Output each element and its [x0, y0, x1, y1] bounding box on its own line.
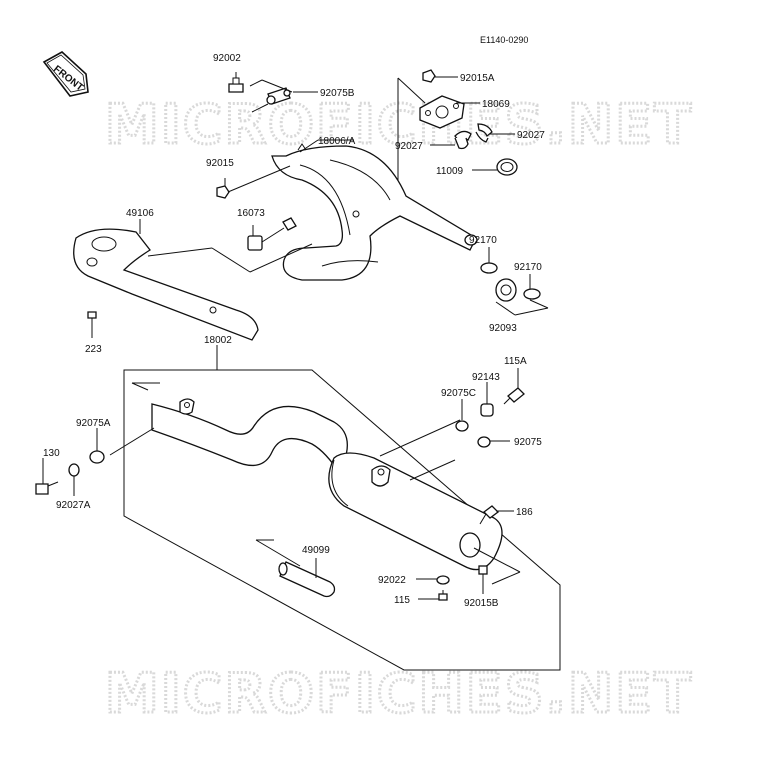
bolt-223: [87, 311, 97, 332]
label-223: 223: [85, 344, 102, 355]
bolt-92002: [228, 72, 244, 93]
damper-92075C: [455, 420, 469, 432]
label-115A: 115A: [504, 356, 527, 367]
label-18002: 18002: [204, 335, 232, 346]
label-186: 186: [516, 507, 533, 518]
diagram-code: E1140-0290: [480, 35, 528, 45]
clamp-92170-upper: [480, 262, 498, 274]
label-92022: 92022: [378, 575, 406, 586]
label-92015A: 92015A: [460, 73, 495, 84]
label-49099: 49099: [302, 545, 330, 556]
label-49106: 49106: [126, 208, 154, 219]
label-130: 130: [43, 448, 60, 459]
expansion-chamber-18006A: [271, 143, 478, 281]
label-92170-upper: 92170: [469, 235, 497, 246]
label-92143: 92143: [472, 372, 500, 383]
label-11009: 11009: [436, 166, 464, 177]
muffler-assembly-outline: [123, 369, 561, 671]
insert-49099: [278, 561, 336, 598]
nut-92015A: [422, 69, 436, 83]
label-92075A: 92075A: [76, 418, 111, 429]
damper-16073: [247, 217, 297, 251]
washer-92022: [436, 575, 450, 585]
heat-guard-49106: [73, 228, 259, 341]
label-92002: 92002: [213, 53, 241, 64]
collet-92027-right: [475, 123, 493, 143]
label-18006A: 18006/A: [318, 136, 356, 147]
label-92075C: 92075C: [441, 388, 476, 399]
clamp-92170-lower: [523, 288, 541, 300]
ring-11009: [496, 158, 518, 176]
label-92015B: 92015B: [464, 598, 499, 609]
label-92027-right: 92027: [517, 130, 545, 141]
collet-92027-left: [454, 130, 472, 150]
bolt-130: [35, 481, 59, 495]
label-92027-left: 92027: [395, 141, 423, 152]
label-115: 115: [394, 595, 410, 606]
bolt-115A: [503, 387, 525, 405]
bolt-186: [479, 505, 499, 525]
joint-92093: [495, 278, 517, 302]
nut-92015B: [478, 565, 488, 575]
watermark-bottom: MICROFICHES.NET: [105, 662, 693, 725]
nut-92015: [216, 185, 230, 199]
label-16073: 16073: [237, 208, 265, 219]
muffler-18002: [151, 398, 503, 571]
label-92015: 92015: [206, 158, 234, 169]
label-92093: 92093: [489, 323, 517, 334]
washer-92027A: [68, 463, 80, 477]
collar-92143: [480, 403, 494, 417]
damper-92075A: [89, 450, 105, 464]
label-18069: 18069: [482, 99, 510, 110]
flange-18069: [419, 95, 465, 129]
label-92075B: 92075B: [320, 88, 355, 99]
bolt-115: [438, 590, 448, 601]
label-92027A: 92027A: [56, 500, 91, 511]
damper-92075: [477, 436, 491, 448]
label-92075: 92075: [514, 437, 542, 448]
label-92170-lower: 92170: [514, 262, 542, 273]
front-arrow-icon: FRONT: [42, 51, 89, 97]
